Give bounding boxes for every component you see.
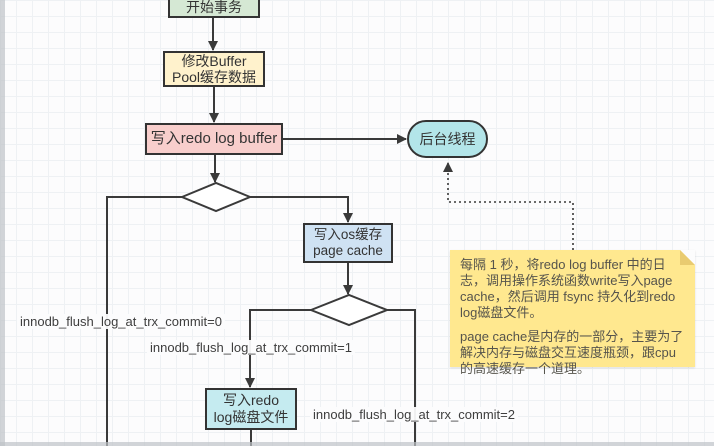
node-write-redo-disk-file: 写入redo log磁盘文件	[205, 388, 297, 430]
edge-label-commit1: innodb_flush_log_at_trx_commit=1	[147, 340, 355, 355]
canvas-left-edge	[0, 0, 5, 446]
edge-decision1-to-oscache	[250, 196, 353, 223]
note-paragraph-1: 每隔 1 秒，将redo log buffer 中的日志，调用操作系统函数wri…	[460, 257, 676, 320]
edge-label-commit2: innodb_flush_log_at_trx_commit=2	[310, 407, 518, 422]
note-paragraph-2: page cache是内存的一部分，主要为了解决内存与磁盘交互速度瓶颈，跟cpu…	[460, 329, 684, 376]
decision-diamond-2	[308, 293, 390, 327]
node-background-thread-label: 后台线程	[419, 131, 476, 147]
edge-decision1-commit0-branch	[106, 196, 182, 446]
edge-note-to-background-thread-dashed	[443, 162, 574, 250]
node-start-transaction: 开始事务	[168, 0, 260, 18]
sticky-note: 每隔 1 秒，将redo log buffer 中的日志，调用操作系统函数wri…	[450, 250, 695, 376]
node-modify-line2: Pool缓存数据	[171, 69, 257, 85]
edge-decision2-to-redodisk	[245, 309, 311, 388]
node-redodisk-line1: 写入redo	[222, 392, 280, 408]
node-write-redo-log-buffer: 写入redo log buffer	[145, 123, 283, 155]
node-background-thread: 后台线程	[407, 120, 488, 158]
canvas-bottom-edge	[0, 442, 714, 446]
node-start-label: 开始事务	[186, 0, 242, 15]
edge-decision2-commit2-branch	[387, 309, 416, 446]
node-oscache-line1: 写入os缓存	[313, 227, 383, 242]
note-fold-corner-icon	[680, 250, 695, 265]
edge-label-commit0: innodb_flush_log_at_trx_commit=0	[17, 314, 225, 329]
node-redobuffer-label: 写入redo log buffer	[150, 130, 278, 147]
node-modify-buffer-pool: 修改Buffer Pool缓存数据	[163, 51, 265, 87]
node-redodisk-line2: log磁盘文件	[213, 409, 289, 425]
node-write-os-page-cache: 写入os缓存 page cache	[303, 223, 393, 263]
node-modify-line1: 修改Buffer	[181, 53, 247, 69]
decision-diamond-1	[179, 181, 253, 213]
node-oscache-line2: page cache	[313, 243, 383, 258]
